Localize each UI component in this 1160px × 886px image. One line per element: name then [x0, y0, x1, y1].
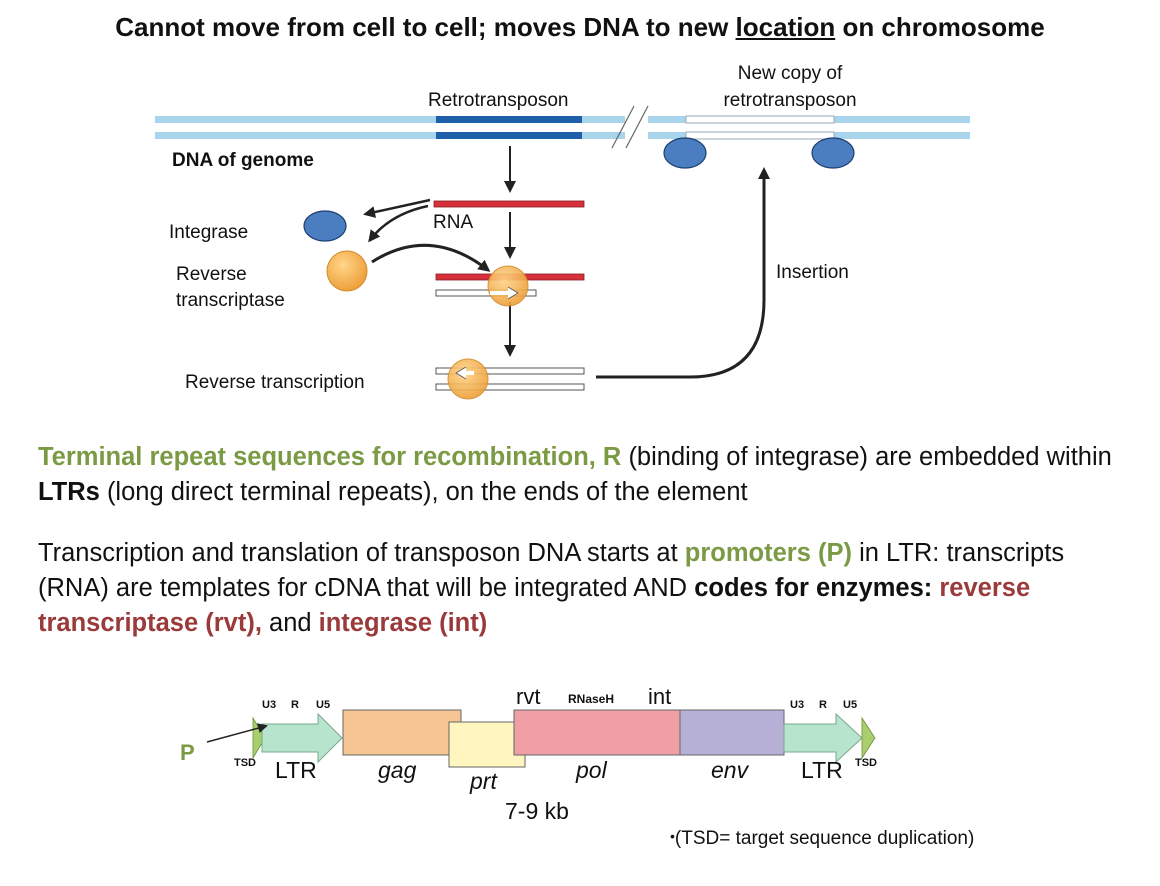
cdna-strand-bottom: [435, 383, 585, 391]
ltr-left-label: LTR: [275, 757, 317, 783]
pol-box: [513, 709, 681, 756]
u3-left-label: U3: [262, 699, 277, 711]
integrase-blob-left: [663, 137, 707, 169]
integrase-label: Integrase: [169, 222, 249, 243]
footnote: •(TSD= target sequence duplication): [670, 828, 975, 849]
u5-right-label: U5: [843, 699, 858, 711]
paragraph-ltr: Terminal repeat sequences for recombinat…: [38, 443, 1112, 506]
rt-second-strand-blob: [447, 358, 489, 400]
bullet-icon: •: [670, 828, 675, 844]
translation-arrow-integrase: [363, 198, 431, 218]
r-left-label: R: [291, 699, 299, 711]
paragraph-promoters: Transcription and translation of transpo…: [38, 539, 1065, 637]
rvt-label: rvt: [516, 684, 541, 709]
reverse-transcriptase-label-line1: Reverse: [176, 264, 247, 285]
heading-underlined-word: location: [735, 12, 836, 42]
new-copy-label-line2: retrotransposon: [723, 90, 857, 111]
rnaseh-label: RNaseH: [568, 692, 615, 706]
gag-box: [342, 709, 462, 756]
env-box: [679, 709, 785, 756]
u3-right-label: U3: [790, 699, 805, 711]
gag-label: gag: [378, 757, 417, 783]
promoter-pointer: [206, 723, 268, 743]
r-right-label: R: [819, 699, 827, 711]
rt-binding-arrow: [371, 243, 491, 272]
promoter-label: P: [180, 740, 195, 765]
prt-label: prt: [470, 768, 497, 794]
reverse-transcriptase-label-line2: transcriptase: [176, 290, 285, 311]
ltr-left-arrow: [261, 712, 343, 764]
u5-left-label: U5: [316, 699, 331, 711]
rna-strand: [433, 200, 585, 208]
rna-label: RNA: [433, 212, 474, 233]
page-title: Cannot move from cell to cell; moves DNA…: [115, 12, 1045, 42]
int-label: int: [648, 684, 672, 709]
tsd-right-triangle: [861, 716, 876, 760]
reverse-transcriptase-blob: [326, 250, 368, 292]
integrase-blob-free: [303, 210, 347, 242]
ltr-right-label: LTR: [801, 757, 843, 783]
new-copy-label-line1: New copy of: [737, 63, 843, 84]
ltr-right-arrow: [783, 712, 863, 764]
retrotransposon-segment: [436, 116, 582, 123]
insertion-label: Insertion: [776, 262, 849, 283]
insertion-arrow: [596, 167, 770, 379]
prt-box: [448, 721, 526, 768]
integrase-blob-right: [811, 137, 855, 169]
dna-of-genome-label: DNA of genome: [172, 150, 314, 171]
cdna-first-strand: [435, 289, 537, 297]
tsd-right-label: TSD: [855, 757, 877, 769]
retrotransposon-element-map: [206, 709, 876, 768]
pol-label: pol: [576, 757, 607, 783]
translation-arrow-rt: [368, 204, 429, 243]
retrotransposon-label: Retrotransposon: [428, 90, 569, 111]
tsd-left-label: TSD: [234, 757, 256, 769]
env-label: env: [711, 757, 749, 783]
cdna-strand-top: [435, 367, 585, 375]
element-size-label: 7-9 kb: [505, 798, 569, 824]
rt-complex-blob: [487, 265, 529, 307]
reverse-transcription-label: Reverse transcription: [185, 372, 365, 393]
